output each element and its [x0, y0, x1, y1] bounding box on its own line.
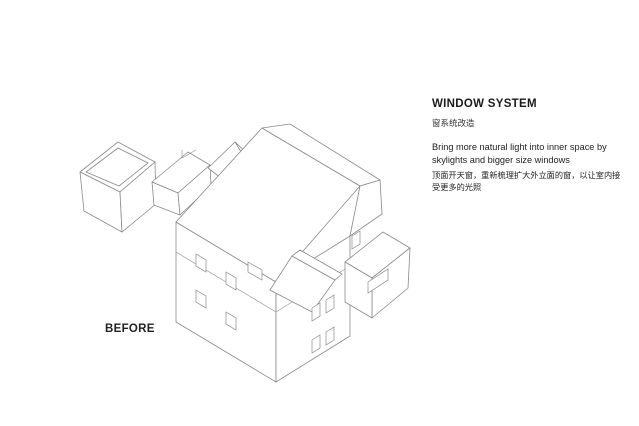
description-english: Bring more natural light into inner spac… [432, 142, 607, 165]
section-title: WINDOW SYSTEM [432, 98, 537, 110]
windows [195, 230, 389, 354]
section-subtitle: 窗系统改造 [432, 118, 475, 128]
description-chinese: 顶面开天窗，重新梳理扩大外立面的窗，以让室内接受更多的光照 [432, 171, 621, 192]
left-box-volume [79, 141, 157, 233]
right-annex [344, 231, 411, 319]
front-gable-dormer [269, 249, 343, 313]
main-roof [175, 123, 383, 283]
before-label: BEFORE [105, 323, 155, 335]
